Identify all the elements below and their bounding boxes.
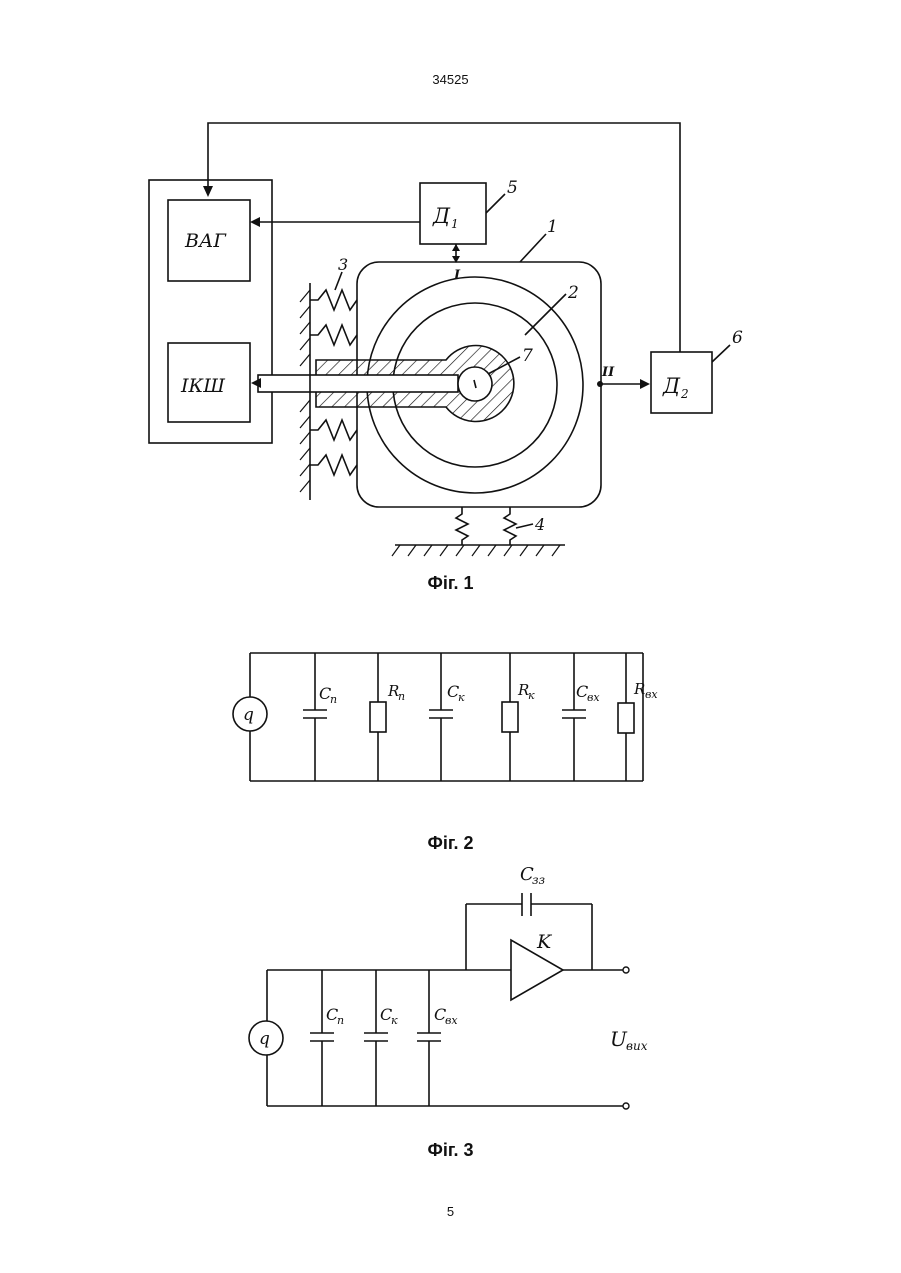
spring-3-lower bbox=[310, 420, 357, 440]
spring-3-upper bbox=[310, 290, 357, 310]
label-5: 5 bbox=[507, 178, 518, 198]
fig2-ck-sub: к bbox=[458, 691, 465, 704]
point-i-arrow-up bbox=[452, 244, 460, 251]
fig3-cap-cp bbox=[310, 970, 334, 1106]
fig3-cap-cvx bbox=[417, 970, 441, 1106]
label-7: 7 bbox=[522, 346, 533, 366]
fig3-cap-ck bbox=[364, 970, 388, 1106]
fig2-diagram: q C п R п C к R к C вх bbox=[0, 640, 901, 800]
feedback-line bbox=[208, 123, 680, 352]
label-1: 1 bbox=[547, 217, 558, 237]
fig2-cap-cvx bbox=[562, 653, 586, 781]
fig2-rk-sub: к bbox=[528, 689, 535, 702]
fig2-res-rk bbox=[502, 653, 518, 781]
fig2-cap-cp bbox=[303, 653, 327, 781]
shaft-to-iksh-arrowhead bbox=[251, 378, 261, 388]
fig1-diagram: ВАГ ІКШ Д 1 5 I 1 2 7 bbox=[0, 0, 901, 600]
fig2-cp-sub: п bbox=[330, 693, 337, 706]
d1-to-vag-arrowhead bbox=[250, 217, 260, 227]
vag-label: ВАГ bbox=[184, 230, 227, 252]
d1-label: Д bbox=[432, 204, 451, 228]
spring-3-leader bbox=[335, 272, 342, 290]
d1-block bbox=[420, 183, 486, 244]
fig1-caption: Фіг. 1 bbox=[0, 573, 901, 594]
d1-subscript: 1 bbox=[451, 217, 459, 231]
fig3-gain-label: K bbox=[536, 931, 553, 953]
fig3-output-sub: вих bbox=[626, 1039, 648, 1053]
fig2-res-rvx bbox=[618, 653, 634, 781]
floor-hatching bbox=[392, 545, 560, 556]
d2-block bbox=[651, 352, 712, 413]
point-i-label: I bbox=[453, 268, 461, 283]
feedback-arrowhead bbox=[203, 186, 213, 197]
fig3-diagram: C зз K q C п C к C вх U вих bbox=[0, 860, 901, 1120]
fig2-res-rp bbox=[370, 653, 386, 781]
fig2-caption: Фіг. 2 bbox=[0, 833, 901, 854]
shaft-bore bbox=[258, 375, 458, 392]
d1-leader bbox=[486, 194, 505, 213]
housing-leader bbox=[520, 234, 546, 262]
fig2-rvx-sym: R bbox=[633, 680, 645, 698]
d2-label-text: Д bbox=[662, 374, 681, 398]
fig2-cap-ck bbox=[429, 653, 453, 781]
fig3-czz-sub: зз bbox=[532, 873, 545, 887]
fig3-ck-sub: к bbox=[391, 1014, 398, 1027]
fig2-rvx-sub: вх bbox=[645, 688, 658, 701]
fig3-source-label: q bbox=[259, 1029, 270, 1049]
fig3-caption: Фіг. 3 bbox=[0, 1140, 901, 1161]
spring-4-leader bbox=[516, 524, 533, 528]
spring-3-bottom bbox=[310, 455, 357, 475]
fig2-cvx-sub: вх bbox=[587, 691, 600, 704]
fig2-source-label: q bbox=[243, 705, 254, 725]
spring-3-middle bbox=[310, 325, 357, 345]
page-number: 5 bbox=[0, 1204, 901, 1219]
spring-4-right bbox=[504, 507, 516, 545]
d2-leader bbox=[712, 345, 730, 362]
fig2-rp-sub: п bbox=[398, 690, 405, 703]
spring-4-left bbox=[456, 507, 468, 545]
fig3-cvx-sub: вх bbox=[445, 1014, 458, 1027]
point-ii-label: II bbox=[601, 365, 615, 380]
fig3-output-terminal-bottom bbox=[623, 1103, 629, 1109]
label-3: 3 bbox=[338, 255, 348, 274]
d2-subscript: 2 bbox=[680, 387, 689, 401]
ring-leader bbox=[525, 294, 566, 335]
label-6: 6 bbox=[732, 328, 743, 348]
label-2: 2 bbox=[567, 283, 579, 303]
label-4: 4 bbox=[534, 515, 545, 534]
fig3-cp-sub: п bbox=[337, 1014, 344, 1027]
iksh-label: ІКШ bbox=[180, 375, 225, 397]
fig3-output-terminal-top bbox=[623, 967, 629, 973]
housing-to-d2-arrowhead bbox=[640, 379, 650, 389]
